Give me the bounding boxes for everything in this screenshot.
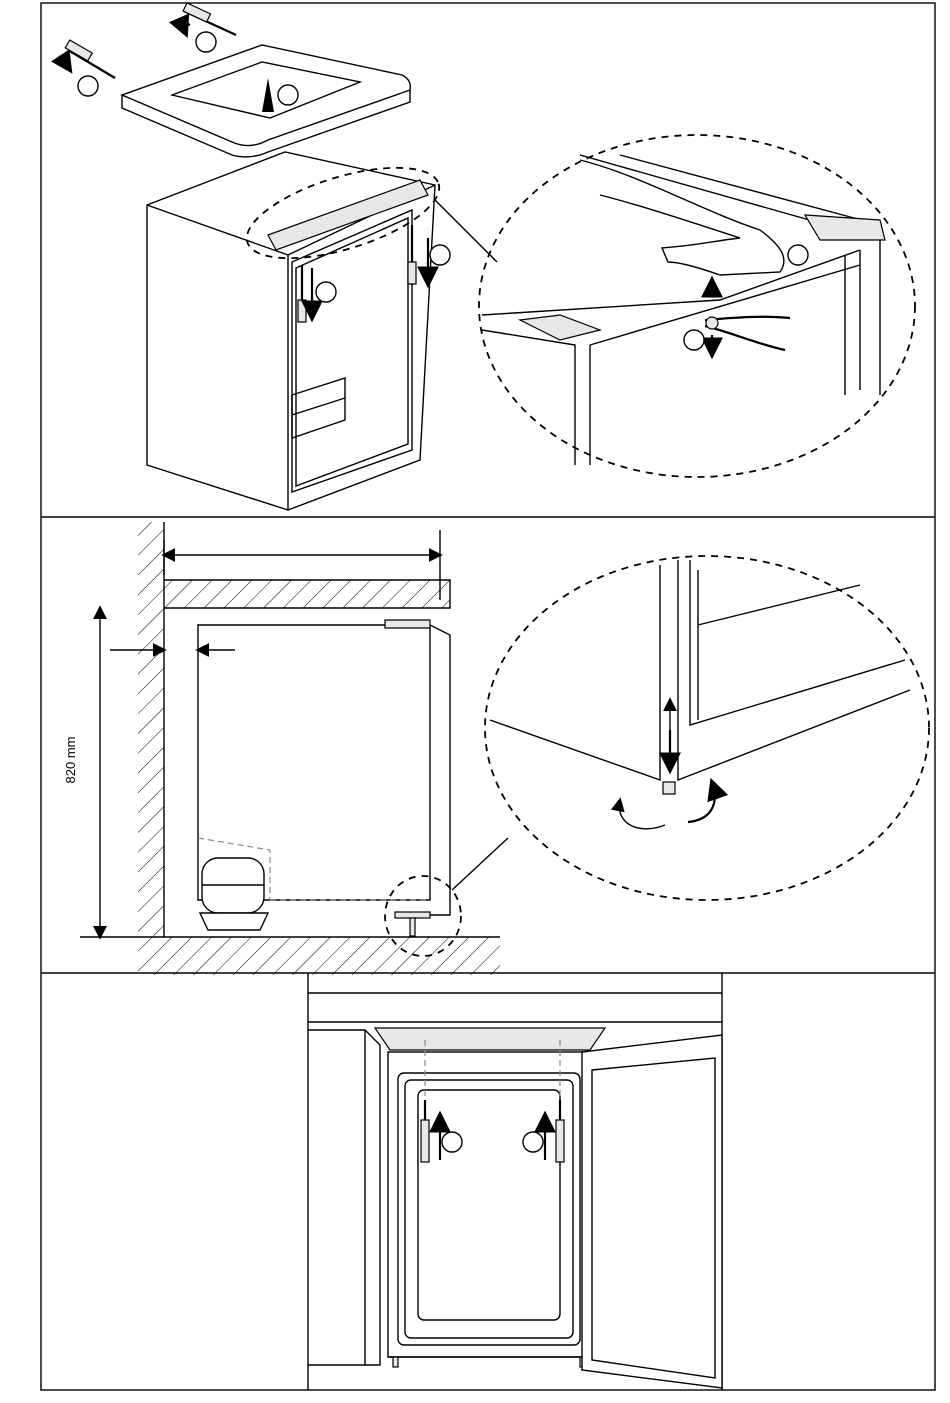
screwdriver-icon	[523, 1100, 564, 1162]
screwdriver-icon	[62, 40, 115, 96]
rotate-cw-arrow-icon	[688, 782, 715, 822]
screwdriver-icon	[421, 1100, 462, 1162]
panel-2-height-adjust: 820 mm	[63, 522, 929, 975]
height-dimension-label: 820 mm	[63, 737, 78, 784]
foot-nut	[663, 782, 675, 794]
zoom-detail-hinge	[479, 135, 915, 477]
rotate-ccw-arrow-icon	[619, 800, 665, 829]
wall-hatch	[138, 522, 164, 937]
detail-leader-line	[452, 838, 508, 890]
worktop-lid	[122, 45, 410, 157]
appliance-side-view	[198, 620, 450, 936]
open-door	[582, 1035, 722, 1388]
adjustable-foot	[410, 918, 415, 936]
floor-hatch	[138, 937, 500, 975]
panel-1-remove-worktop	[62, 3, 915, 510]
panel-3-fix-under-worktop	[308, 973, 722, 1390]
worktop-hatch	[164, 580, 450, 608]
zoom-detail-foot	[485, 556, 929, 900]
appliance-front-view	[388, 1052, 588, 1367]
worktop-front-edge	[375, 1028, 605, 1050]
screwdriver-icon	[180, 3, 236, 52]
appliance-cabinet	[147, 152, 450, 510]
step-marker-circle	[278, 85, 298, 105]
